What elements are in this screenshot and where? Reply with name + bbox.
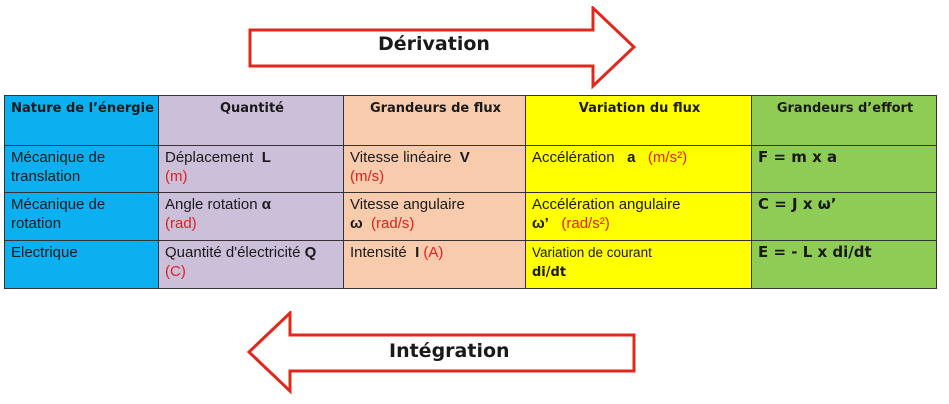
- row2-effort: C = J x ω’: [751, 192, 937, 241]
- row3-quantite-unit: (C): [165, 263, 186, 280]
- table-row: Mécanique de rotation Angle rotation α (…: [4, 192, 937, 241]
- row2-quantite-text: Angle rotation: [165, 196, 258, 213]
- header-nature: Nature de l’énergie: [4, 95, 159, 146]
- row1-quantite-text: Déplacement: [165, 149, 254, 166]
- energy-table: Nature de l’énergie Quantité Grandeurs d…: [4, 95, 937, 289]
- header-quantite: Quantité: [158, 95, 344, 146]
- row2-variation: Accélération angulaire ω’ (rad/s²): [525, 192, 752, 241]
- row3-flux: Intensité I (A): [343, 240, 526, 289]
- row1-flux-symbol: V: [459, 149, 470, 166]
- row2-flux: Vitesse angulaire ω (rad/s): [343, 192, 526, 241]
- header-variation: Variation du flux: [525, 95, 752, 146]
- row3-quantite-symbol: Q: [304, 244, 317, 261]
- row1-variation-text: Accélération: [532, 149, 615, 166]
- integration-arrow-icon: [246, 311, 636, 395]
- row2-nature: Mécanique de rotation: [4, 192, 159, 241]
- row1-nature: Mécanique de translation: [4, 145, 159, 193]
- row1-variation-symbol: a: [627, 149, 636, 166]
- row2-quantite-unit: (rad): [165, 215, 197, 232]
- row1-quantite: Déplacement L (m): [158, 145, 344, 193]
- row3-flux-unit: (A): [423, 244, 444, 261]
- row3-variation: Variation de courant di/dt: [525, 240, 752, 289]
- row1-quantite-unit: (m): [165, 168, 188, 185]
- row2-flux-symbol: ω: [350, 215, 363, 232]
- row2-flux-text: Vitesse angulaire: [350, 196, 465, 213]
- header-effort: Grandeurs d’effort: [751, 95, 937, 146]
- row1-flux-text: Vitesse linéaire: [350, 149, 452, 166]
- row1-effort: F = m x a: [751, 145, 937, 193]
- row3-quantite: Quantité d'électricité Q (C): [158, 240, 344, 289]
- row3-effort: E = - L x di/dt: [751, 240, 937, 289]
- table-header-row: Nature de l’énergie Quantité Grandeurs d…: [4, 95, 937, 146]
- row3-nature: Electrique: [4, 240, 159, 289]
- row2-variation-unit: (rad/s²): [561, 215, 610, 232]
- row1-variation-unit: (m/s²): [647, 149, 688, 166]
- row3-quantite-text: Quantité d'électricité: [165, 244, 301, 261]
- header-flux: Grandeurs de flux: [343, 95, 526, 146]
- row2-variation-symbol: ω’: [532, 215, 549, 232]
- row2-variation-text: Accélération angulaire: [532, 196, 681, 213]
- row3-flux-text: Intensité: [350, 244, 407, 261]
- row3-flux-symbol: I: [415, 244, 420, 261]
- row2-quantite: Angle rotation α (rad): [158, 192, 344, 241]
- derivation-label: Dérivation: [378, 33, 490, 55]
- derivation-arrow-icon: [248, 6, 637, 90]
- row1-flux: Vitesse linéaire V (m/s): [343, 145, 526, 193]
- row1-flux-unit: (m/s): [350, 168, 385, 185]
- row3-variation-symbol: di/dt: [532, 265, 567, 280]
- row1-variation: Accélération a (m/s²): [525, 145, 752, 193]
- row2-flux-unit: (rad/s): [371, 215, 415, 232]
- row2-quantite-symbol: α: [261, 196, 271, 213]
- row1-quantite-symbol: L: [261, 149, 271, 166]
- integration-label: Intégration: [389, 340, 510, 362]
- table-row: Electrique Quantité d'électricité Q (C) …: [4, 240, 937, 289]
- row3-variation-text: Variation de courant: [532, 245, 652, 260]
- table-row: Mécanique de translation Déplacement L (…: [4, 145, 937, 193]
